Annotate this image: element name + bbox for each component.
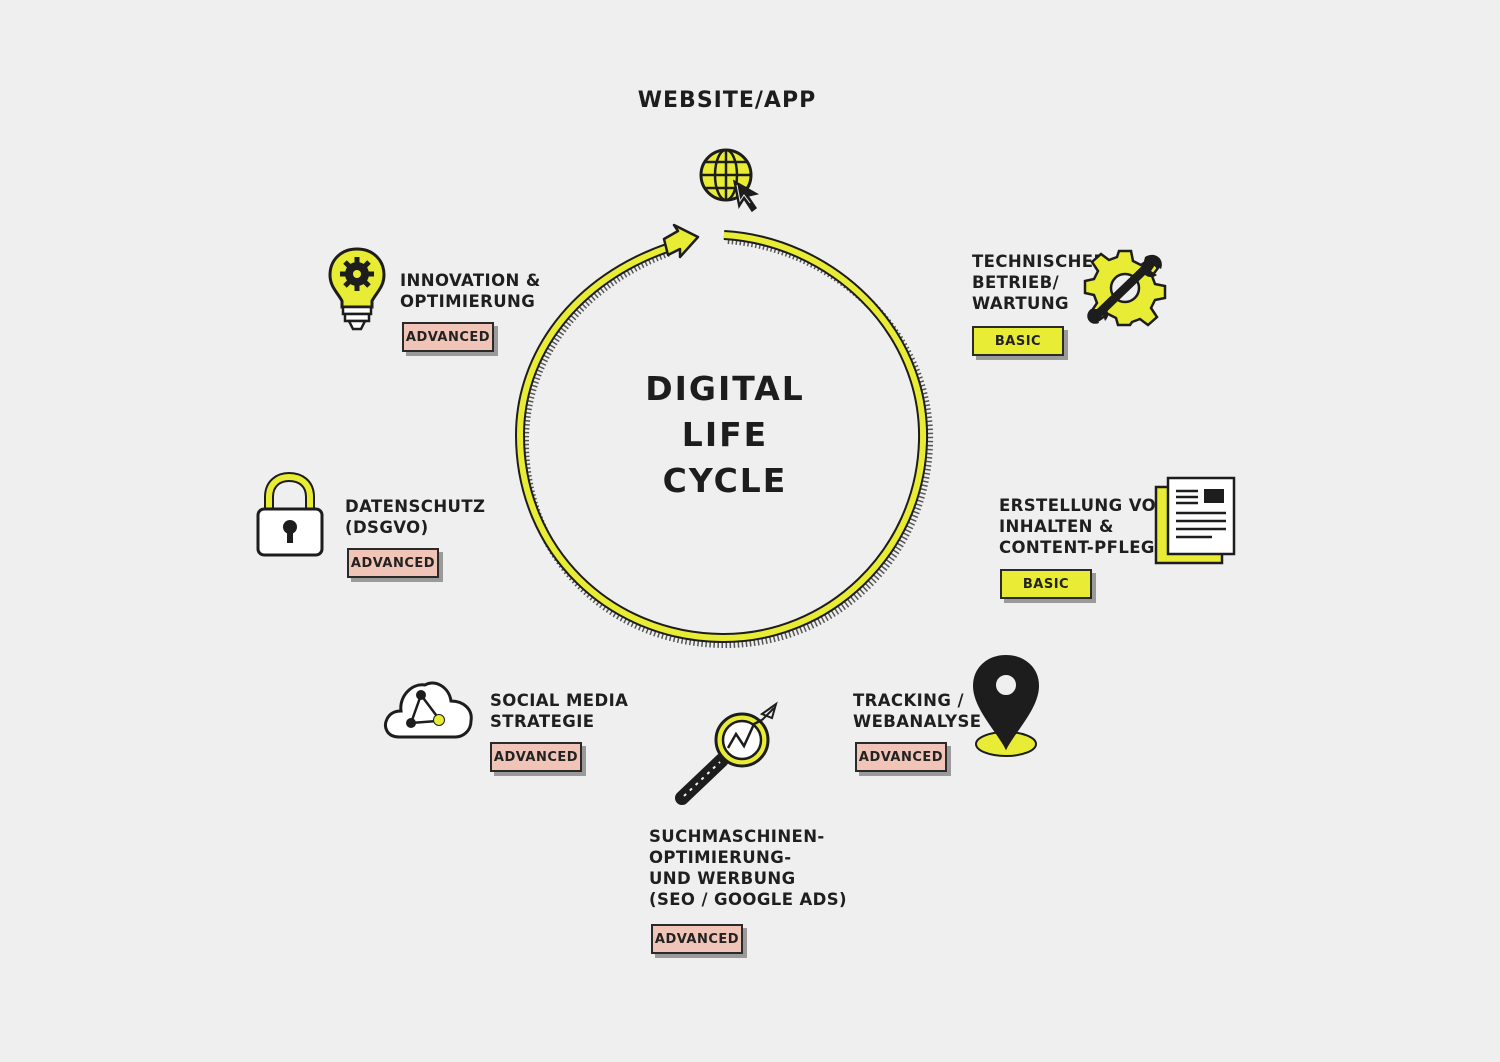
item-label-line: BETRIEB/ — [972, 273, 1060, 292]
globe-cursor-icon — [699, 148, 760, 213]
gear-wrench-icon — [1083, 249, 1167, 327]
level-badge-seo: ADVANCED — [651, 924, 743, 954]
cloud-share-icon — [384, 681, 473, 739]
item-label-line: SOCIAL MEDIA — [490, 691, 629, 710]
top-title: WEBSITE/APP — [637, 88, 817, 113]
map-pin-icon — [972, 654, 1040, 757]
item-label-line: DATENSCHUTZ — [345, 497, 486, 516]
level-badge-social-media: ADVANCED — [490, 742, 582, 772]
item-label-line: TECHNISCHER — [972, 252, 1107, 271]
level-badge-datenschutz: ADVANCED — [347, 548, 439, 578]
document-icon — [1154, 476, 1236, 565]
lightbulb-gear-icon — [328, 247, 386, 331]
center-title-line-3: CYCLE — [662, 461, 788, 500]
magnifier-chart-icon — [675, 701, 778, 805]
level-badge-innovation: ADVANCED — [402, 322, 494, 352]
level-badge-technischer-betrieb: BASIC — [972, 326, 1064, 356]
item-label-seo: SUCHMASCHINEN- OPTIMIERUNG- UND WERBUNG … — [649, 826, 847, 910]
item-label-line: STRATEGIE — [490, 712, 595, 731]
item-label-line: SUCHMASCHINEN- — [649, 827, 825, 846]
item-label-line: (DSGVO) — [345, 518, 429, 537]
item-label-line: UND WERBUNG — [649, 869, 796, 888]
item-label-line: WEBANALYSE — [853, 712, 982, 731]
item-label-line: ERSTELLUNG VON — [999, 496, 1171, 515]
item-label-line: TRACKING / — [853, 691, 964, 710]
level-badge-content: BASIC — [1000, 569, 1092, 599]
item-label-line: INHALTEN & — [999, 517, 1114, 536]
item-label-tracking: TRACKING / WEBANALYSE — [853, 690, 981, 732]
item-label-innovation: INNOVATION & OPTIMIERUNG — [400, 270, 541, 312]
cycle-ring — [514, 223, 934, 649]
item-label-technischer-betrieb: TECHNISCHER BETRIEB/ WARTUNG — [972, 251, 1107, 314]
item-label-line: CONTENT-PFLEGE — [999, 538, 1167, 557]
item-label-line: (SEO / GOOGLE ADS) — [649, 890, 847, 909]
item-label-line: WARTUNG — [972, 294, 1069, 313]
center-title: DIGITAL LIFE CYCLE — [600, 366, 850, 504]
center-title-line-2: LIFE — [681, 415, 769, 454]
level-badge-tracking: ADVANCED — [855, 742, 947, 772]
item-label-line: OPTIMIERUNG- — [649, 848, 792, 867]
padlock-icon — [256, 471, 324, 557]
item-label-datenschutz: DATENSCHUTZ (DSGVO) — [345, 496, 485, 538]
item-label-line: OPTIMIERUNG — [400, 292, 536, 311]
item-label-line: INNOVATION & — [400, 271, 541, 290]
item-label-social-media: SOCIAL MEDIA STRATEGIE — [490, 690, 628, 732]
center-title-line-1: DIGITAL — [645, 369, 805, 408]
item-label-content: ERSTELLUNG VON INHALTEN & CONTENT-PFLEGE — [999, 495, 1170, 558]
